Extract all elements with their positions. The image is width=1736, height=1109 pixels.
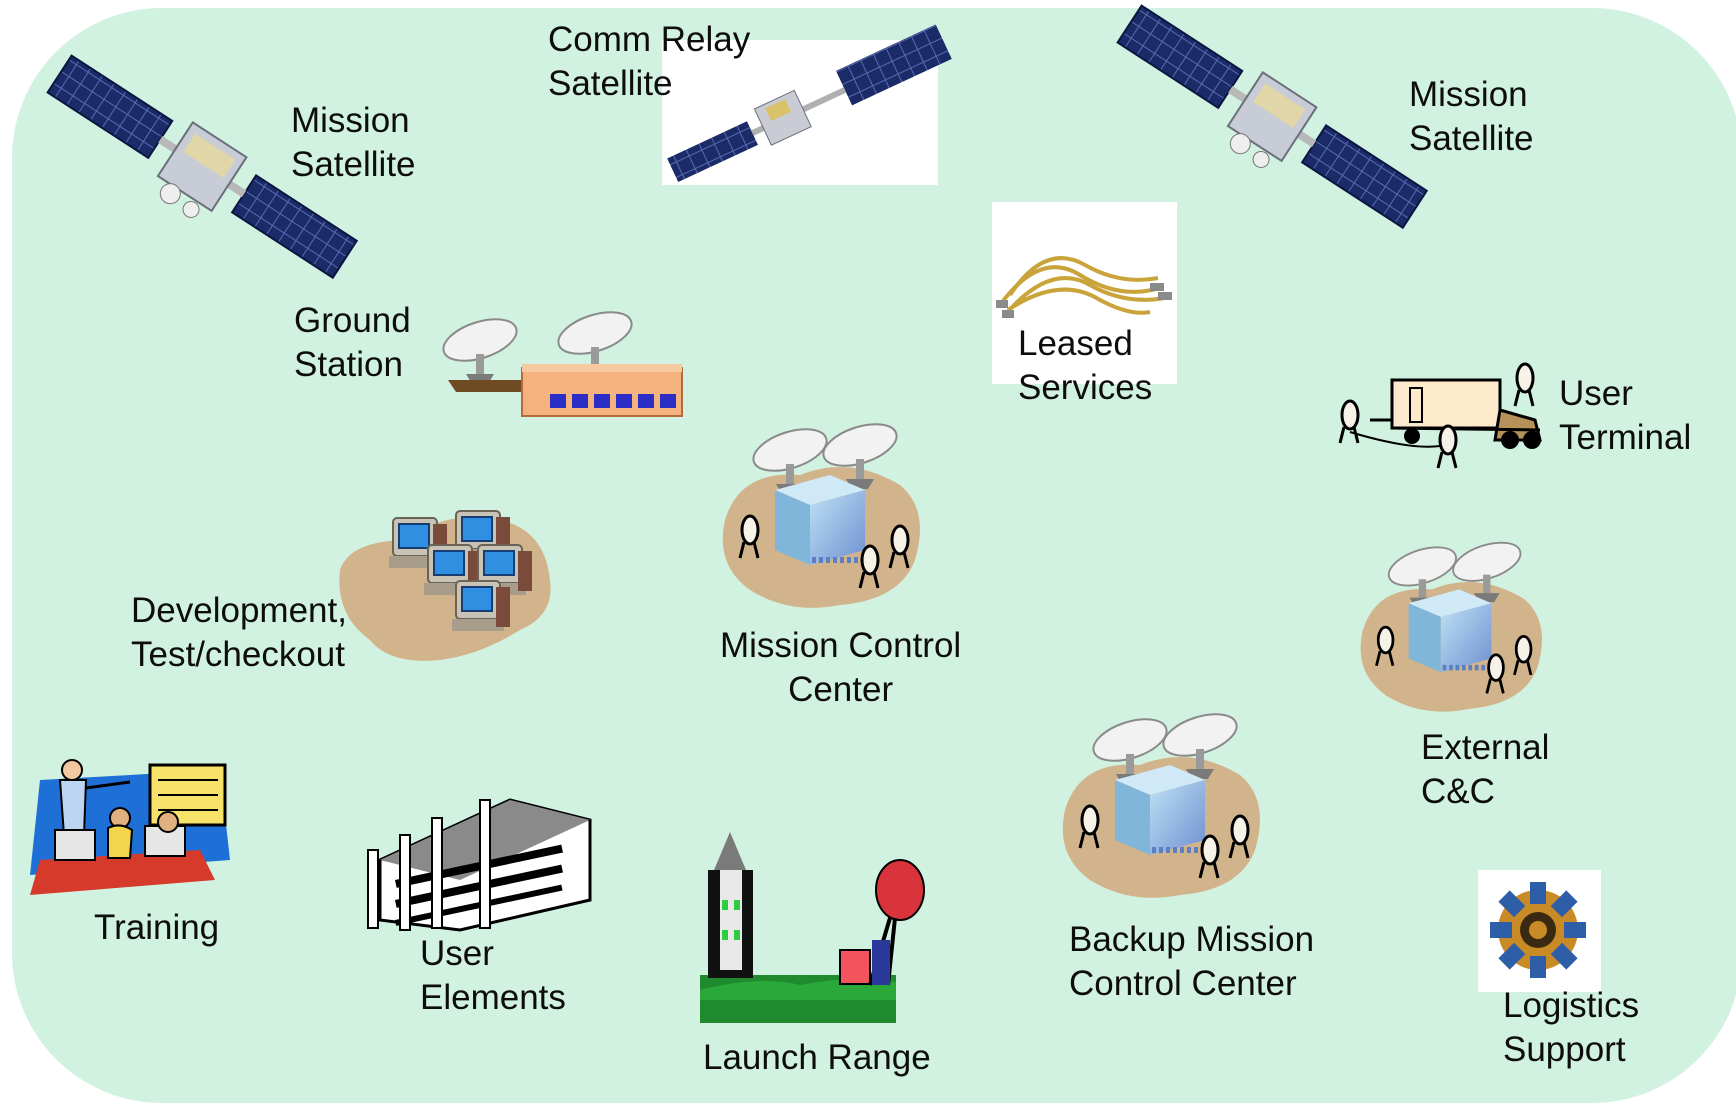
leased-services-icon — [992, 202, 1177, 384]
user-terminal-line1: User — [1559, 374, 1633, 413]
logistics-support-line2: Support — [1503, 1030, 1626, 1069]
leased-services-line1: Leased — [1018, 324, 1133, 363]
training-label: Training — [94, 906, 219, 950]
external-cc-line2: C&C — [1421, 772, 1495, 811]
launch-range-line1: Launch Range — [703, 1038, 931, 1077]
user-elements-icon — [367, 798, 592, 932]
mission-satellite-right-label: Mission Satellite — [1409, 73, 1534, 161]
mission-control-center-icon — [723, 416, 920, 608]
comm-relay-line2: Satellite — [548, 64, 673, 103]
external-cc-icon — [1361, 535, 1542, 711]
ground-station-line1: Ground — [294, 301, 411, 340]
ground-station-icon — [437, 303, 683, 417]
user-elements-line1: User — [420, 934, 494, 973]
user-elements-line2: Elements — [420, 978, 566, 1017]
mission-control-center-line2: Center — [788, 670, 894, 709]
development-test-icon — [339, 510, 551, 661]
mission-control-center-label: Mission Control Center — [720, 624, 961, 712]
user-terminal-icon — [1338, 362, 1542, 470]
development-test-line2: Test/checkout — [131, 635, 345, 674]
backup-mission-control-line2: Control Center — [1069, 964, 1297, 1003]
mission-satellite-right-line1: Mission — [1409, 75, 1528, 114]
launch-range-label: Launch Range — [703, 1036, 931, 1080]
leased-services-label: Leased Services — [1018, 322, 1152, 410]
training-icon — [30, 759, 230, 895]
comm-relay-line1: Comm Relay — [548, 20, 751, 59]
logistics-support-line1: Logistics — [1503, 986, 1640, 1025]
mission-satellite-right-line2: Satellite — [1409, 119, 1534, 158]
leased-services-line2: Services — [1018, 368, 1153, 407]
user-terminal-line2: Terminal — [1559, 418, 1692, 457]
training-line1: Training — [94, 908, 220, 947]
backup-mission-control-line1: Backup Mission — [1069, 920, 1315, 959]
comm-relay-satellite-label: Comm Relay Satellite — [548, 18, 750, 106]
logistics-support-icon — [1478, 870, 1601, 992]
user-terminal-label: User Terminal — [1559, 372, 1691, 460]
logistics-support-label: Logistics Support — [1503, 984, 1639, 1072]
mission-satellite-left-line1: Mission — [291, 101, 410, 140]
mission-satellite-left-line2: Satellite — [291, 145, 416, 184]
development-test-label: Development, Test/checkout — [131, 589, 347, 677]
backup-mission-control-label: Backup Mission Control Center — [1069, 918, 1314, 1006]
development-test-line1: Development, — [131, 591, 347, 630]
ground-station-label: Ground Station — [294, 299, 411, 387]
backup-mission-control-icon — [1063, 706, 1260, 898]
user-elements-label: User Elements — [420, 932, 566, 1020]
comm-relay-satellite-icon — [662, 24, 952, 185]
external-cc-line1: External — [1421, 728, 1550, 767]
mission-control-center-line1: Mission Control — [720, 626, 962, 665]
launch-range-icon — [700, 832, 925, 1023]
ground-station-line2: Station — [294, 345, 403, 384]
mission-satellite-left-label: Mission Satellite — [291, 99, 416, 187]
external-cc-label: External C&C — [1421, 726, 1549, 814]
